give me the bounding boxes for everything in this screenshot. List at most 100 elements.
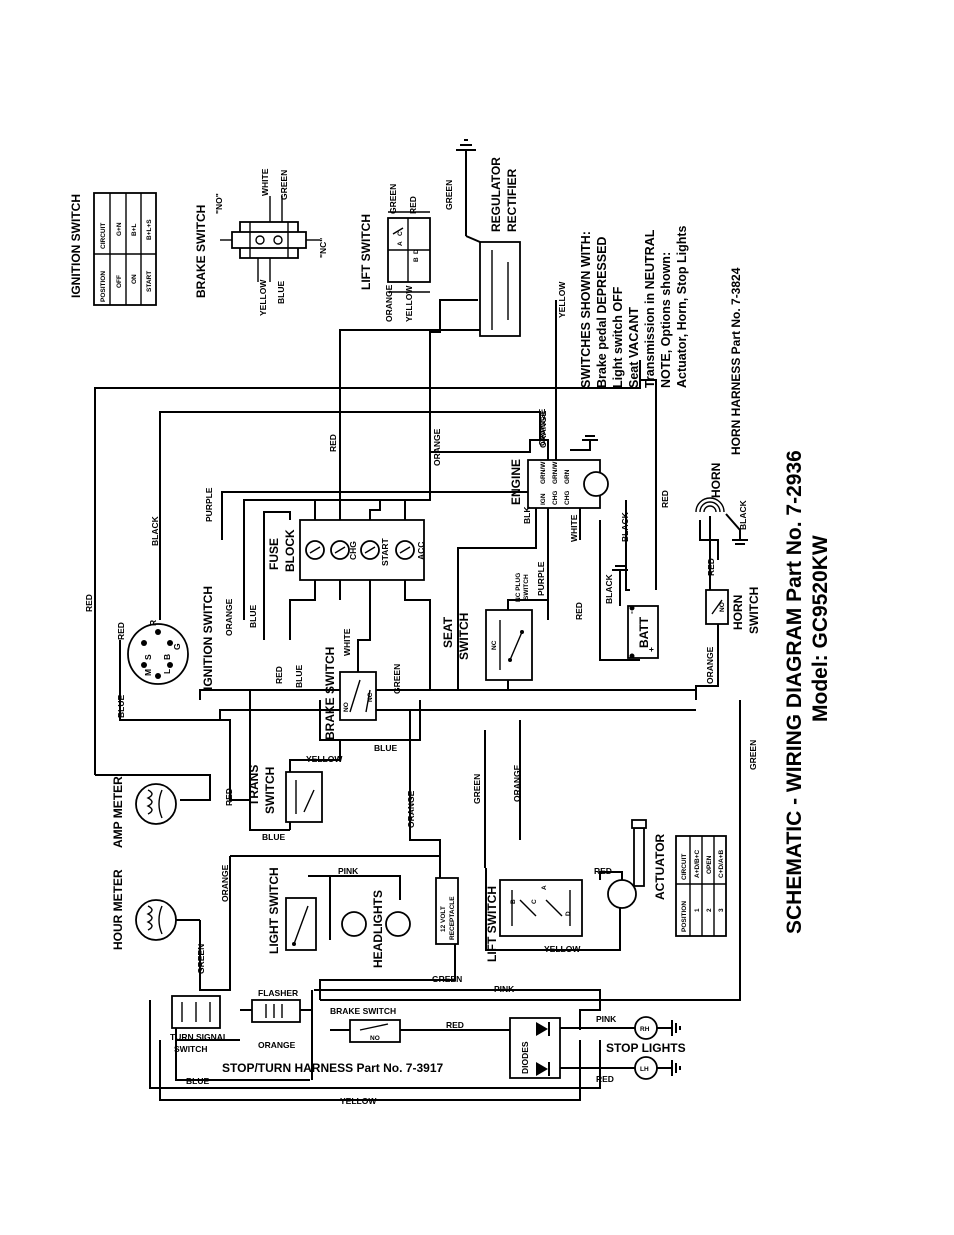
engine-white-wire: WHITE	[569, 514, 579, 542]
ignition-terminal-m: M	[143, 669, 153, 676]
battery-red-wire: RED	[574, 602, 584, 620]
lift-table-row-2-position: 2	[706, 908, 713, 912]
engine-small-2: CHG	[552, 491, 559, 505]
seat-purple-wire: PURPLE	[536, 561, 546, 596]
switch-notes: SWITCHES SHOWN WITH: Brake pedal DEPRESS…	[579, 225, 743, 455]
lift-terminal-a: A	[541, 885, 548, 890]
seat-nc-label: NC	[491, 640, 498, 650]
lift-detail-terminal-d: D	[413, 249, 420, 254]
trans-switch-label: SWITCH	[263, 767, 277, 814]
wire-label-red-2: RED	[116, 622, 126, 640]
diodes: DIODES	[509, 1017, 561, 1079]
wire-label-purple-1: PURPLE	[204, 487, 214, 522]
brake-switch-harness-no: NO	[370, 1035, 380, 1042]
title-line-1: SCHEMATIC - WIRING DIAGRAM Part No. 7-29…	[783, 450, 806, 934]
ignition-table-row-1-circuit: G+N	[116, 222, 123, 236]
brake-detail-green-wire: GREEN	[279, 170, 289, 200]
brake-switch: BRAKE SWITCH NO NC	[323, 610, 377, 740]
lift-terminal-c: C	[531, 899, 538, 904]
ignition-terminal-r: R	[148, 620, 158, 626]
engine-blk-wire: BLK	[522, 506, 532, 524]
notes-line-3: Seat VACANT	[627, 307, 641, 388]
nc-plug-label-2: SWITCH	[523, 574, 530, 600]
horn-label: HORN	[709, 463, 723, 498]
trans-label: TRANS	[247, 765, 261, 806]
wire-label-green-2: GREEN	[748, 740, 758, 770]
brake-switch-harness: BRAKE SWITCH NO	[330, 1006, 401, 1043]
wire-label-orange-4: ORANGE	[705, 646, 715, 684]
stop-light-lh-label: LH	[640, 1066, 649, 1073]
ignition-switch: R S M G B L IGNITION SWITCH	[127, 586, 215, 690]
ignition-terminal-g: G	[172, 643, 182, 650]
lift-detail-orange-wire: ORANGE	[384, 284, 394, 322]
battery-black-wire: BLACK	[604, 573, 614, 604]
battery: BATT - + BLACK RED	[574, 565, 659, 659]
lift-table-row-1-position: 1	[694, 908, 701, 912]
light-switch-label: LIGHT SWITCH	[267, 867, 281, 954]
ignition-table-header-position: POSITION	[100, 271, 107, 302]
ignition-table-row-1-position: OFF	[116, 275, 123, 288]
notes-line-4: Transmission in NEUTRAL	[643, 229, 657, 388]
lift-table-header-circuit: CIRCUIT	[681, 854, 688, 880]
wire-label-white-1: WHITE	[342, 628, 352, 656]
horn: HORN BLACK RED NO HORN SWITCH	[695, 463, 761, 634]
lift-terminal-b: B	[510, 899, 517, 904]
ignition-table-row-2-position: ON	[131, 274, 138, 284]
regulator-green-wire: GREEN	[444, 180, 454, 210]
wire-label-black-1: BLACK	[150, 515, 160, 546]
stop-turn-harness-label: STOP/TURN HARNESS Part No. 7-3917	[222, 1061, 443, 1075]
turn-signal-label-2: SWITCH	[174, 1044, 208, 1054]
brake-switch-top-label: BRAKE SWITCH	[194, 205, 208, 298]
horn-harness-label: HORN HARNESS Part No. 7-3824	[729, 267, 743, 455]
wire-label-green-5: GREEN	[432, 974, 462, 984]
ignition-terminal-b: B	[162, 654, 172, 660]
brake-detail-white-wire: WHITE	[260, 168, 270, 196]
amp-meter-label: AMP METER	[111, 776, 125, 848]
battery-minus: -	[626, 611, 636, 614]
stop-lights: RH LH STOP LIGHTS	[606, 1016, 686, 1080]
regulator-label: REGULATOR	[489, 157, 503, 232]
wire-label-orange-2: ORANGE	[432, 428, 442, 466]
actuator-label: ACTUATOR	[653, 833, 667, 900]
lift-switch-table: POSITION CIRCUIT 1 A+D/B+C 2 OPEN 3 C+D/…	[675, 835, 727, 937]
brake-switch-nc: NC	[367, 692, 374, 702]
wire-label-yellow-3: YELLOW	[340, 1096, 377, 1106]
flasher-label: FLASHER	[258, 988, 298, 998]
flasher: FLASHER	[251, 988, 301, 1023]
lift-detail-terminal-c: C	[397, 231, 404, 236]
notes-line-2: Light switch OFF	[611, 286, 625, 388]
brake-switch-harness-label: BRAKE SWITCH	[330, 1006, 396, 1016]
wire-label-yellow-2: YELLOW	[544, 944, 581, 954]
notes-line-5: NOTE, Options shown:	[659, 252, 673, 388]
wire-label-red-3: RED	[274, 666, 284, 684]
lift-switch: LIFT SWITCH B C A D	[485, 879, 583, 962]
notes-line-6: Actuator, Horn, Stop Lights	[675, 225, 689, 388]
actuator: ACTUATOR	[599, 819, 667, 909]
brake-detail-nc-label: "NC"	[318, 238, 328, 258]
brake-switch-label: BRAKE SWITCH	[323, 647, 337, 740]
lift-detail-terminal-a: A	[397, 241, 404, 246]
regulator-yellow-wire: YELLOW	[557, 281, 567, 318]
lift-detail-terminal-b: B	[413, 257, 420, 262]
engine-small-3: CHG	[564, 491, 571, 505]
seat-switch: SEAT SWITCH NC NC PLUG SWITCH PURPLE	[441, 561, 548, 690]
wire-label-blue-5: BLUE	[262, 832, 285, 842]
wire-labels: RED BLACK PURPLE ORANGE BLUE RED BLUE RE…	[84, 408, 758, 1106]
wire-label-blue-3: BLUE	[294, 665, 304, 688]
rectifier-label: RECTIFIER	[505, 168, 519, 232]
ignition-terminal-l: L	[162, 669, 172, 674]
notes-line-1: Brake pedal DEPRESSED	[595, 237, 609, 388]
wire-label-orange-3: ORANGE	[537, 408, 547, 446]
headlights: HEADLIGHTS	[341, 890, 411, 968]
light-switch: LIGHT SWITCH	[267, 867, 317, 954]
wire-label-orange-1: ORANGE	[224, 598, 234, 636]
wire-label-black-2: BLACK	[620, 511, 630, 542]
title-line-2: Model: GC9520KW	[809, 535, 832, 722]
nc-plug-label-1: NC PLUG	[515, 573, 522, 602]
wire-label-red-9: RED	[596, 1074, 614, 1084]
ignition-table-caption: IGNITION SWITCH	[69, 194, 83, 298]
ignition-switch-label: IGNITION SWITCH	[201, 586, 215, 690]
wire-label-red-8: RED	[446, 1020, 464, 1030]
ignition-switch-table: IGNITION SWITCH POSITION CIRCUIT OFF G+N…	[69, 192, 157, 306]
